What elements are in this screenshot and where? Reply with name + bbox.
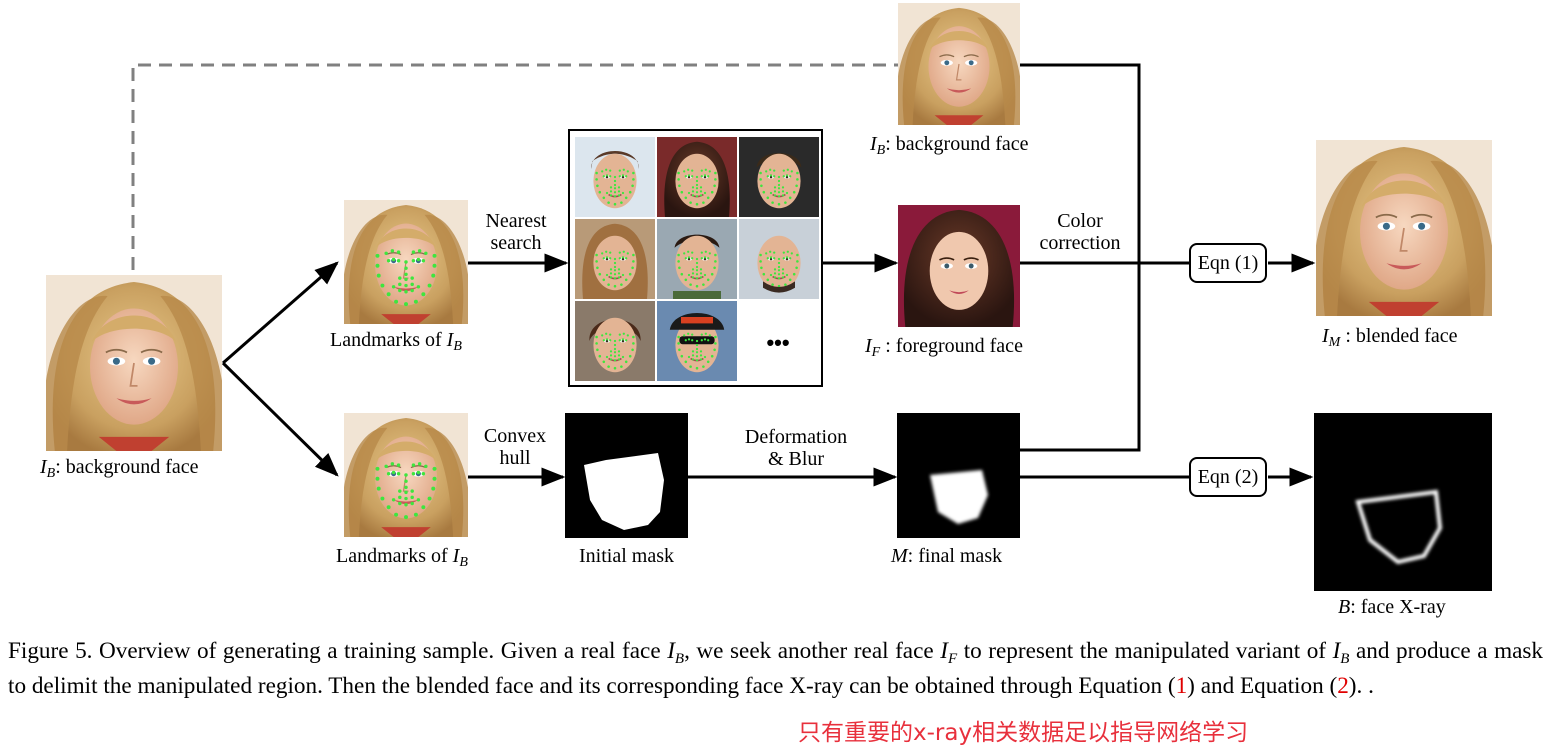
deformation-blur-label: Deformation& Blur: [744, 426, 848, 470]
initial-mask-label: Initial mask: [579, 545, 674, 567]
arrow-to-landmarks-bottom: [221, 361, 339, 477]
candidate-face: [739, 137, 819, 217]
final-mask-connector: [1020, 263, 1141, 452]
landmarks-top-label: Landmarks of IB: [330, 329, 462, 354]
candidate-face: [657, 137, 737, 217]
equation-1-link[interactable]: 1: [1175, 673, 1188, 699]
landmarks-bottom-image: [344, 413, 468, 537]
candidate-face: [657, 301, 737, 381]
pipeline-diagram: •••: [0, 0, 1551, 591]
candidate-face: [657, 219, 737, 299]
arrow-to-landmarks-top: [222, 261, 339, 365]
landmarks-bottom-label: Landmarks of IB: [336, 545, 468, 570]
background-face-top-image: [898, 3, 1020, 125]
candidate-face: [575, 219, 655, 299]
eqn1-box: Eqn (1): [1189, 243, 1267, 283]
candidate-face: [575, 301, 655, 381]
background-face-top-label: IB: background face: [870, 133, 1029, 158]
face-xray-label: B: face X-ray: [1338, 596, 1446, 618]
landmarks-top-image: [344, 200, 468, 324]
blended-face-image: [1316, 140, 1492, 316]
final-mask-label: M: final mask: [891, 545, 1003, 567]
ellipsis: •••: [766, 330, 789, 355]
face-xray-image: [1314, 413, 1492, 591]
background-face-left-label: IB: background face: [40, 456, 199, 481]
candidate-faces-grid: •••: [568, 129, 823, 387]
foreground-face-image: [898, 205, 1020, 327]
figure-caption: Figure 5. Overview of generating a train…: [8, 638, 1544, 699]
annotation-note: 只有重要的x-ray相关数据足以指导网络学习: [798, 720, 1249, 746]
background-face-connector: [1020, 63, 1141, 263]
blended-face-label: IM : blended face: [1322, 325, 1458, 350]
candidate-face: [739, 219, 819, 299]
background-face-left-image: [46, 275, 222, 451]
eqn2-box: Eqn (2): [1189, 457, 1267, 497]
figure-label: Figure 5.: [8, 638, 93, 664]
foreground-face-label: IF : foreground face: [865, 335, 1023, 360]
initial-mask-image: [565, 413, 688, 538]
equation-2-link[interactable]: 2: [1337, 673, 1349, 699]
final-mask-image: [897, 413, 1020, 538]
candidate-face: [575, 137, 655, 217]
dashed-connector-line: [131, 63, 898, 270]
